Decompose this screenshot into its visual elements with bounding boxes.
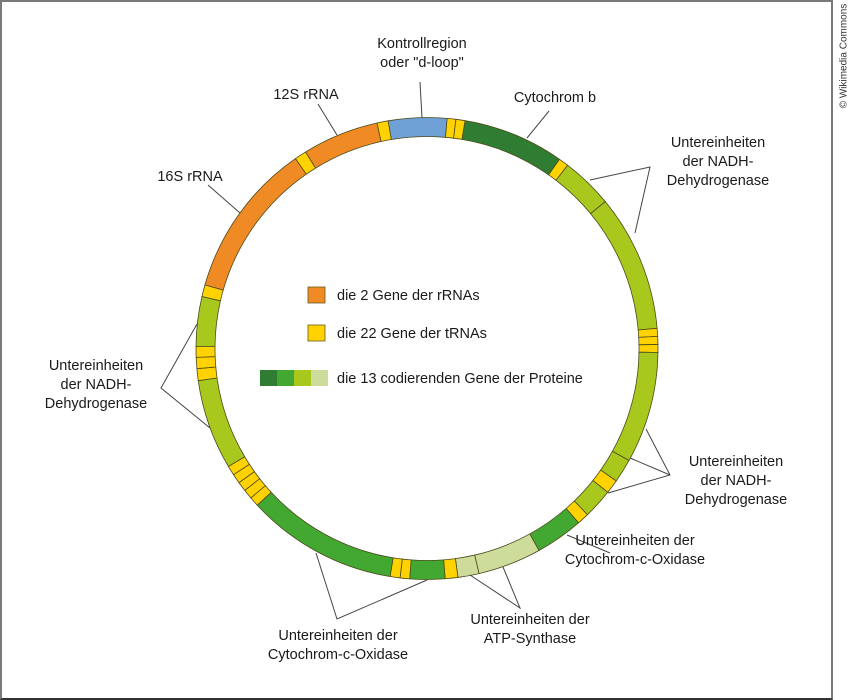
label-line: oder "d-loop" [380, 55, 464, 71]
label-16s: 16S rRNA [157, 169, 223, 185]
label-line: 12S rRNA [273, 87, 339, 103]
label-line: Cytochrom-c-Oxidase [268, 647, 408, 663]
ring-segment-trna [195, 356, 217, 370]
label-12s: 12S rRNA [273, 87, 339, 103]
ring-segment-protein_lime [195, 296, 221, 348]
legend: die 2 Gene der rRNAs die 22 Gene der tRNA… [260, 286, 583, 387]
label-line: 16S rRNA [157, 169, 223, 185]
label-nadh-top-right: Untereinheiten der NADH- Dehydrogenase [667, 135, 769, 189]
label-line: Dehydrogenase [667, 173, 769, 189]
ring-segment-protein_mid [529, 507, 580, 552]
legend-swatch-protein_lime [294, 370, 311, 386]
leader-atp [469, 566, 522, 610]
label-line: Kontrollregion [377, 36, 466, 52]
label-line: Untereinheiten der [575, 533, 694, 549]
leader-12s [317, 103, 338, 136]
legend-swatch-protein_dark [260, 370, 277, 386]
label-cytb: Cytochrom b [514, 90, 596, 106]
label-line: ATP-Synthase [484, 631, 576, 647]
ring-segment-trna [638, 344, 659, 353]
leader-cox-right [566, 534, 611, 554]
label-line: Dehydrogenase [45, 396, 147, 412]
leader-lines [160, 81, 671, 620]
leader-cox-bottom [315, 552, 428, 620]
ring-segment-protein_pale [454, 554, 480, 578]
ring-segment-trna [638, 335, 659, 346]
ring-segment-dloop [387, 117, 448, 140]
ring-segment-protein_mid [256, 491, 394, 577]
legend-label: die 2 Gene der rRNAs [337, 288, 480, 304]
ring-segment-trna [195, 346, 216, 358]
ring-segment-protein_pale [474, 533, 540, 575]
legend-label: die 22 Gene der tRNAs [337, 326, 487, 342]
label-line: Cytochrom-c-Oxidase [565, 552, 705, 568]
ring-segment-rrna [305, 122, 382, 169]
leader-dloop [419, 81, 423, 119]
label-line: Untereinheiten der [278, 628, 397, 644]
mtdna-ring [195, 117, 659, 580]
ring-segment-protein_lime [611, 351, 659, 462]
label-nadh-left: Untereinheiten der NADH- Dehydrogenase [45, 358, 147, 412]
label-line: Untereinheiten [689, 454, 783, 470]
legend-swatch-protein_mid [277, 370, 294, 386]
label-line: der NADH- [61, 377, 132, 393]
leader-nadh-right-mid [629, 457, 671, 476]
label-line: Untereinheiten [49, 358, 143, 374]
gene-labels: Kontrollregion oder "d-loop" 12S rRNA 16S r… [45, 36, 787, 663]
ring-segment-protein_lime [555, 164, 606, 215]
ring-segment-protein_lime [197, 377, 246, 467]
legend-label: die 13 codierenden Gene der Proteine [337, 371, 583, 387]
label-dloop: Kontrollregion oder "d-loop" [377, 36, 466, 71]
ring-segment-trna [196, 366, 218, 382]
label-line: der NADH- [701, 473, 772, 489]
label-line: der NADH- [683, 154, 754, 170]
leader-16s [207, 184, 241, 214]
label-line: Untereinheiten der [470, 612, 589, 628]
legend-swatch-rrna [307, 286, 326, 304]
legend-swatch-protein_pale [311, 370, 328, 386]
ring-segment-protein_dark [461, 120, 561, 176]
label-nadh-right: Untereinheiten der NADH- Dehydrogenase [685, 454, 787, 508]
label-line: Cytochrom b [514, 90, 596, 106]
legend-swatch-trna [307, 324, 326, 342]
leader-nadh-top-right [589, 166, 651, 234]
leader-nadh-left [160, 323, 211, 429]
ring-segment-trna [637, 327, 659, 338]
ring-segment-protein_mid [409, 559, 446, 580]
label-line: Dehydrogenase [685, 492, 787, 508]
ring-segment-trna [443, 558, 459, 580]
ring-segment-protein_lime [590, 201, 658, 331]
ring-segment-trna [376, 120, 392, 143]
leader-cytb [526, 110, 550, 139]
label-line: Untereinheiten [671, 135, 765, 151]
